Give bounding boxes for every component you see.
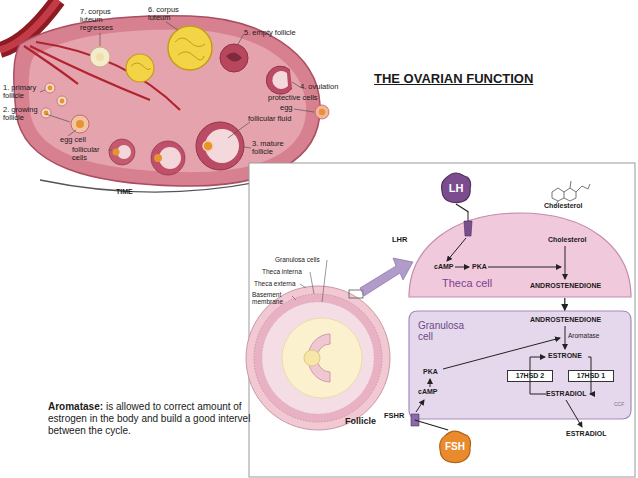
empty-follicle [220,44,248,72]
leader-line [40,22,314,150]
stage-label: 1. primary follicle [3,84,45,100]
enzyme-box: 17HSD 1 [568,370,614,382]
enzyme-name: 17HSD 2 [508,371,552,381]
molecule-label: Cholesterol [544,202,583,210]
time-arrow [40,176,285,192]
stage-label: 6. corpus luteum [148,6,188,22]
layer-label: Granulosa cells [275,256,320,263]
follicle-drawing [246,258,413,430]
kinase-name: PKA [423,368,438,376]
enzyme-box: 17HSD 2 [507,370,553,382]
figure-label: Follicle [345,416,376,426]
layer-label: Theca interna [262,268,302,275]
hormone-name: LH [440,172,472,204]
molecule-name: ESTRADIOL [546,390,586,398]
messenger-name: cAMP [418,388,437,396]
note-term: Aromatase: [48,401,103,412]
theca-cell: Cholesterol cAMP PKA Theca cell ANDROSTENEDI… [408,212,632,298]
theca-cell-outline [409,213,631,297]
cell-name: Theca cell [442,277,492,290]
layer-label: Theca externa [254,280,296,287]
hormone-name: FSH [438,430,472,464]
molecule-name: ESTRONE [548,352,582,360]
enzyme-name: 17HSD 1 [569,371,613,381]
stage-label: 5. empty follicle [244,29,296,38]
hormone-shape: LH [440,172,472,204]
ovary-stroma [29,30,306,172]
kinase-name: PKA [472,263,487,271]
growing-follicle [71,115,185,175]
part-label: follicular cells [72,146,108,162]
molecule-name: Cholesterol [548,236,587,244]
hormone-shape: FSH [438,430,472,464]
ovulation [266,66,329,119]
primary-follicle [41,83,67,118]
messenger-name: cAMP [434,263,453,271]
blood-vessel [0,0,58,50]
part-label: protective cells [268,94,318,103]
stage-label: 7. corpus luteum regresses [80,8,124,32]
ovary-body [14,16,320,186]
part-label: follicular fluid [248,115,291,124]
molecule-name: ANDROSTENEDIONE [530,316,601,324]
stage-label: 4. ovulation [300,83,338,92]
axis-label: TIME [116,188,133,196]
granulosa-cell: Granulosa cell ANDROSTENEDIONE AromatasePK… [408,310,632,420]
part-label: egg cell [60,136,86,145]
part-label: egg [280,104,293,113]
mature-follicle [196,122,244,170]
molecule-name: ANDROSTENEDIONE [530,282,601,290]
panel-frame [249,163,635,477]
receptor-label: FSHR [384,412,404,421]
connector [564,298,565,310]
ovary-drawing [0,0,329,192]
corpus-luteum [90,26,212,82]
cell-name: Granulosa cell [418,320,470,342]
blood-vessel [24,42,180,110]
molecule-label: ESTRADIOL [566,430,606,438]
stage-label: 3. mature follicle [252,140,294,156]
connector [415,420,449,430]
credit-mark: CCF [614,402,624,408]
note-block: Aromatase:is allowed to correct amount o… [48,401,253,437]
blood-vessel [0,0,58,50]
receptor-label: LHR [392,236,407,245]
page-title: THE OVARIAN FUNCTION [374,72,533,87]
stage-label: 2. growing follicle [3,106,47,122]
leader-line [292,260,327,302]
granulosa-cell-outline [409,311,631,419]
connector [456,204,469,212]
enzyme-name: Aromatase [568,332,599,339]
layer-label: Basement membrane [252,292,297,306]
